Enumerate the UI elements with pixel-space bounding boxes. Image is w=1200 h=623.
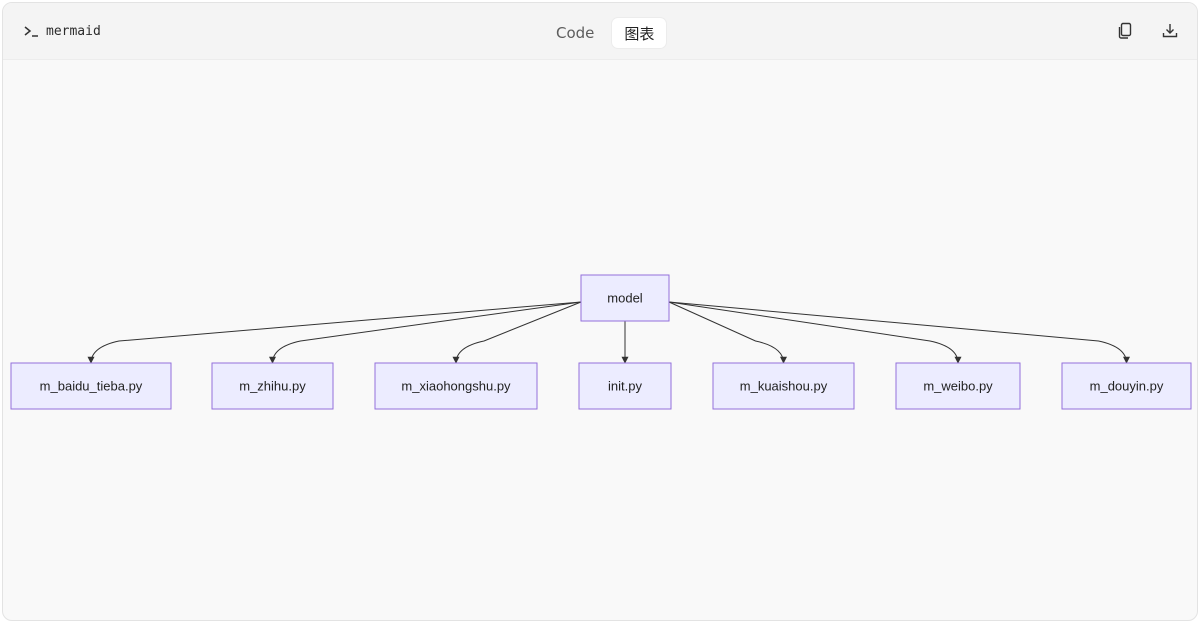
node-model-label: model (607, 291, 643, 306)
node-init: init.py (578, 362, 672, 410)
download-icon (1162, 24, 1178, 38)
node-m_kuaishou: m_kuaishou.py (712, 362, 855, 410)
view-tabs: Code 图表 (544, 17, 667, 49)
node-model-box (580, 274, 670, 322)
node-m_weibo-label: m_weibo.py (923, 379, 993, 394)
edge-model-to-m_baidu_tieba (87, 301, 582, 364)
node-model: model (580, 274, 670, 322)
node-m_kuaishou-label: m_kuaishou.py (740, 379, 828, 394)
copy-icon (1118, 22, 1132, 39)
edge-model-to-m_weibo (668, 301, 962, 364)
mermaid-diagram: model m_baidu_tieba.py m_zhihu.py m_xiaohon… (10, 274, 1192, 410)
edge-model-to-m_douyin (668, 301, 1130, 364)
download-button[interactable] (1160, 21, 1180, 41)
code-block-toolbar: mermaid Code 图表 (3, 3, 1197, 60)
edge-model-to-m_kuaishou (668, 301, 787, 364)
copy-button[interactable] (1115, 21, 1135, 41)
tab-code[interactable]: Code (556, 24, 595, 42)
node-m_kuaishou-box (712, 362, 855, 410)
node-m_zhihu-box (211, 362, 334, 410)
language-label: mermaid (46, 23, 101, 39)
node-m_baidu_tieba: m_baidu_tieba.py (10, 362, 172, 410)
edge-model-to-m_zhihu (269, 301, 582, 364)
terminal-prompt-icon (24, 26, 38, 37)
node-m_douyin: m_douyin.py (1061, 362, 1192, 410)
node-init-label: init.py (608, 379, 642, 394)
tab-diagram[interactable]: 图表 (612, 18, 667, 48)
node-m_douyin-label: m_douyin.py (1090, 379, 1164, 394)
node-m_weibo-box (895, 362, 1021, 410)
node-m_xiaohongshu: m_xiaohongshu.py (374, 362, 538, 410)
language-label-group: mermaid (22, 20, 101, 42)
node-m_xiaohongshu-box (374, 362, 538, 410)
node-m_baidu_tieba-box (10, 362, 172, 410)
edge-model-to-m_xiaohongshu (452, 301, 582, 364)
node-m_weibo: m_weibo.py (895, 362, 1021, 410)
node-m_zhihu: m_zhihu.py (211, 362, 334, 410)
node-m_zhihu-label: m_zhihu.py (239, 379, 306, 394)
node-init-box (578, 362, 672, 410)
node-m_baidu_tieba-label: m_baidu_tieba.py (40, 379, 143, 394)
node-m_xiaohongshu-label: m_xiaohongshu.py (401, 379, 511, 394)
node-m_douyin-box (1061, 362, 1192, 410)
